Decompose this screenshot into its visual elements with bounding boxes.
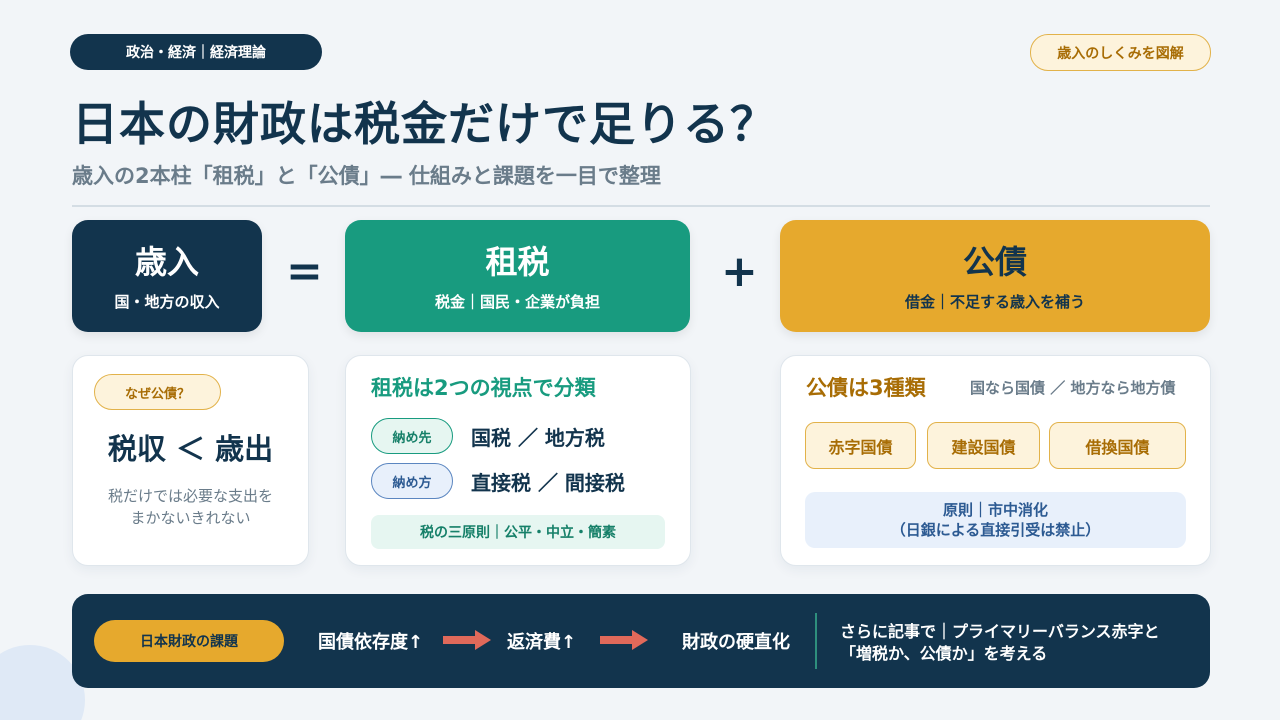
bond-rule-box: 原則｜市中消化 （日銀による直接引受は禁止） — [805, 492, 1186, 548]
payment-method-classification: 直接税 ／ 間接税 — [471, 471, 625, 495]
income-label: 歳入 — [134, 242, 199, 281]
tax-block: 租税 税金｜国民・企業が負担 — [345, 220, 690, 332]
income-block: 歳入 国・地方の収入 — [72, 220, 262, 332]
right-arrow-icon — [600, 630, 648, 650]
revenue-inequality: 税収 ＜ 歳出 — [107, 432, 274, 466]
tax-desc: 税金｜国民・企業が負担 — [434, 292, 600, 311]
tax-card-title: 租税は2つの視点で分類 — [371, 376, 596, 400]
flow-step-fiscal-rigidity: 財政の硬直化 — [682, 632, 790, 653]
bond-label: 公債 — [962, 242, 1027, 281]
page-title: 日本の財政は税金だけで足りる？ — [72, 97, 777, 151]
page-subtitle: 歳入の2本柱「租税」と「公債」― 仕組みと課題を一目で整理 — [72, 164, 661, 188]
refunding-bond-chip: 借換国債 — [1049, 422, 1186, 469]
read-more-line2: 「増税か、公債か」を考える — [840, 644, 1048, 663]
read-more-line1: さらに記事で｜プライマリーバランス赤字と — [840, 622, 1160, 641]
tax-label: 租税 — [485, 242, 550, 281]
bond-block: 公債 借金｜不足する歳入を補う — [780, 220, 1210, 332]
diagram-badge: 歳入のしくみを図解 — [1030, 34, 1211, 71]
equals-sign: = — [286, 246, 323, 297]
plus-sign: + — [721, 246, 758, 297]
flow-step-debt-service: 返済費↑ — [507, 632, 577, 653]
header-divider — [72, 205, 1210, 207]
bond-rule-line1: 原則｜市中消化 — [942, 501, 1048, 519]
why-bond-note-line2: まかないきれない — [130, 509, 251, 527]
income-desc: 国・地方の収入 — [114, 292, 220, 311]
why-bond-note-line1: 税だけでは必要な支出を — [107, 487, 273, 505]
bond-desc: 借金｜不足する歳入を補う — [904, 292, 1085, 311]
tax-principles: 税の三原則｜公平・中立・簡素 — [371, 515, 665, 549]
payment-method-tag: 納め方 — [371, 463, 453, 499]
deficit-bond-chip: 赤字国債 — [805, 422, 916, 469]
right-arrow-icon — [443, 630, 491, 650]
why-bond-note: 税だけでは必要な支出を まかないきれない — [72, 485, 309, 529]
issues-divider — [815, 613, 817, 669]
why-bond-tag: なぜ公債？ — [94, 374, 221, 410]
flow-step-bond-dependency: 国債依存度↑ — [318, 632, 424, 653]
bond-rule-line2: （日銀による直接引受は禁止） — [890, 521, 1101, 539]
payee-classification: 国税 ／ 地方税 — [471, 426, 605, 450]
construction-bond-chip: 建設国債 — [927, 422, 1040, 469]
issues-label: 日本財政の課題 — [94, 620, 284, 662]
bond-card-title: 公債は3種類 — [806, 376, 926, 400]
category-badge: 政治・経済｜経済理論 — [70, 34, 322, 70]
bond-card-note: 国なら国債 ／ 地方なら地方債 — [970, 379, 1176, 397]
read-more-text: さらに記事で｜プライマリーバランス赤字と 「増税か、公債か」を考える — [840, 621, 1160, 665]
payee-tag: 納め先 — [371, 418, 453, 454]
